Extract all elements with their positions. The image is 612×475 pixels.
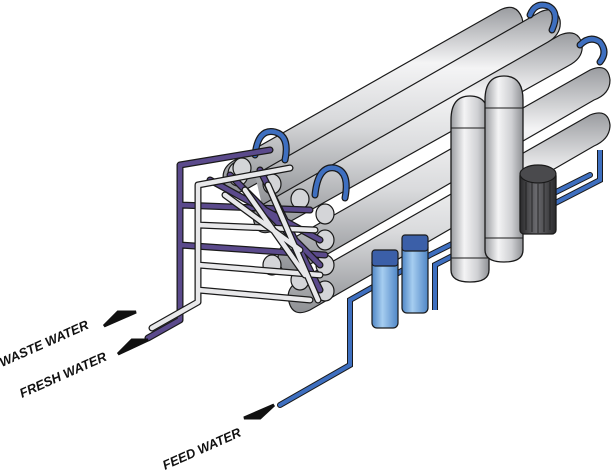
- pre-filter-canister: [371, 249, 399, 329]
- membrane-tube-array: [222, 6, 611, 314]
- pump-motor: [519, 164, 557, 235]
- fresh-water-manifold: [148, 164, 324, 332]
- arrow-left-icon: [102, 310, 137, 328]
- membrane-tube: [277, 67, 611, 274]
- arrow-right-icon: [243, 403, 276, 420]
- pressure-vessel: [450, 95, 490, 283]
- pressure-vessel: [484, 75, 524, 263]
- pre-filter-canister: [401, 234, 429, 314]
- membrane-tube: [254, 9, 561, 206]
- tube-u-bends: [251, 1, 608, 202]
- arrow-left-icon: [116, 338, 149, 356]
- feed-water-label: FEED WATER: [160, 425, 244, 473]
